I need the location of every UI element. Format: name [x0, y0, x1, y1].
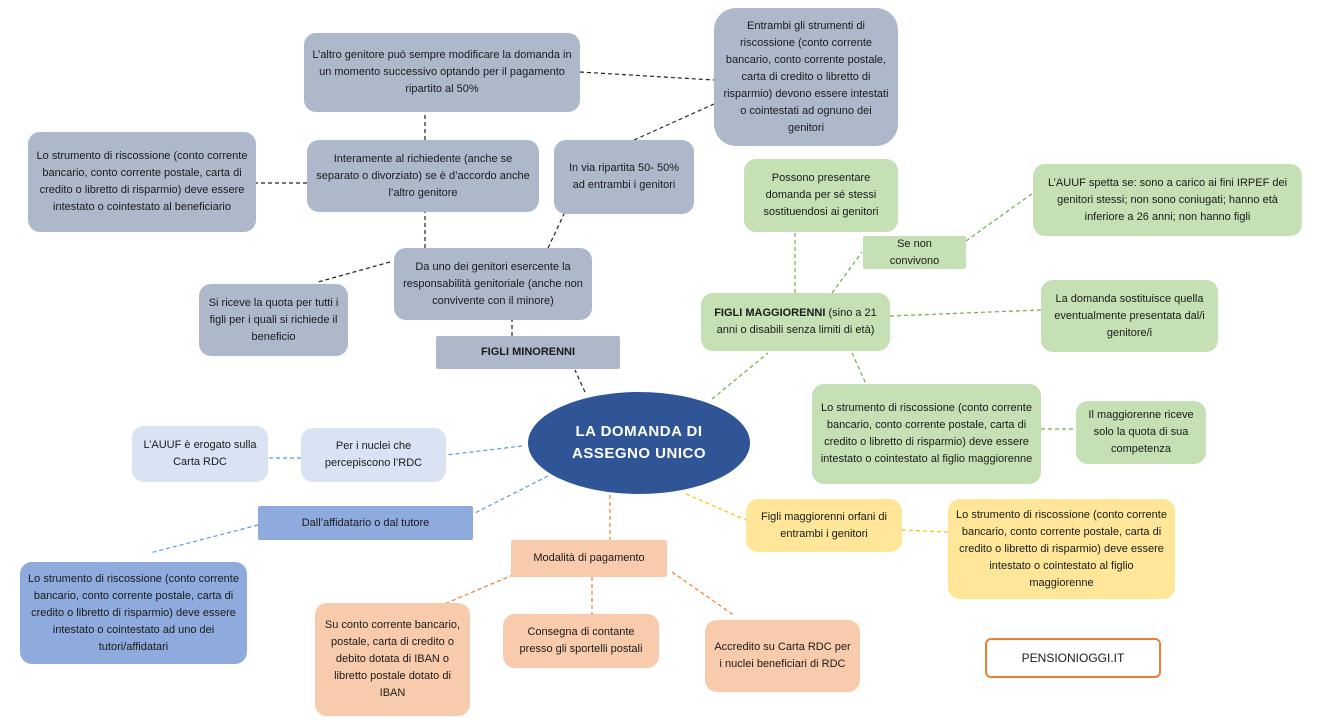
- adults-title-text: FIGLI MAGGIORENNI (sino a 21 anni o disa…: [709, 305, 882, 339]
- tutor-title-box: Dall’affidatario o dal tutore: [258, 506, 473, 540]
- payment-title-box: Modalità di pagamento: [511, 540, 667, 577]
- from-parent-text: Da uno dei genitori esercente la respons…: [403, 260, 583, 307]
- quota-all-children-text: Si riceve la quota per tutti i figli per…: [208, 296, 339, 343]
- from-parent-box: Da uno dei genitori esercente la respons…: [394, 248, 592, 320]
- payment-cash-text: Consegna di contante presso gli sportell…: [519, 626, 643, 655]
- orphans-account-text: Lo strumento di riscossione (conto corre…: [956, 508, 1167, 589]
- adults-title-rest: (sino a 21 anni o disabili senza limiti …: [716, 307, 877, 336]
- tutor-account-box: Lo strumento di riscossione (conto corre…: [20, 562, 247, 664]
- split-50-text: In via ripartita 50- 50% ad entrambi i g…: [568, 162, 680, 191]
- own-share-text: Il maggiorenne riceve solo la quota di s…: [1088, 409, 1194, 455]
- split-50-box: In via ripartita 50- 50% ad entrambi i g…: [554, 140, 694, 214]
- if-not-living-text: Se non convivono: [889, 237, 940, 267]
- auuf-conditions-text: L’AUUF spetta se: sono a carico ai fini …: [1047, 176, 1288, 223]
- adults-title-bold: FIGLI MAGGIORENNI: [714, 307, 826, 319]
- other-parent-modify-text: L’altro genitore può sempre modificare l…: [312, 49, 572, 95]
- payment-cash-box: Consegna di contante presso gli sportell…: [503, 614, 659, 668]
- account-applicant-text: Lo strumento di riscossione (conto corre…: [36, 150, 248, 213]
- if-not-living-box: Se non convivono: [863, 236, 966, 269]
- full-to-applicant-text: Interamente al richiedente (anche se sep…: [316, 152, 530, 199]
- orphans-title-box: Figli maggiorenni orfani di entrambi i g…: [746, 499, 902, 552]
- rdc-nuclei-box: Per i nuclei che percepiscono l’RDC: [301, 428, 446, 482]
- account-adult-box: Lo strumento di riscossione (conto corre…: [812, 384, 1041, 484]
- central-topic-label: LA DOMANDA DI ASSEGNO UNICO: [571, 423, 706, 462]
- full-to-applicant-box: Interamente al richiedente (anche se sep…: [307, 140, 539, 212]
- can-apply-box: Possono presentare domanda per sé stessi…: [744, 159, 898, 232]
- central-topic: LA DOMANDA DI ASSEGNO UNICO: [528, 392, 750, 494]
- rdc-nuclei-text: Per i nuclei che percepiscono l’RDC: [324, 440, 423, 469]
- minors-title: FIGLI MINORENNI: [436, 336, 620, 369]
- other-parent-modify-box: L’altro genitore può sempre modificare l…: [304, 33, 580, 112]
- auuf-conditions-box: L’AUUF spetta se: sono a carico ai fini …: [1033, 164, 1302, 236]
- orphans-account-box: Lo strumento di riscossione (conto corre…: [948, 499, 1175, 599]
- tutor-title-text: Dall’affidatario o dal tutore: [301, 516, 430, 529]
- orphans-title-text: Figli maggiorenni orfani di entrambi i g…: [761, 510, 887, 540]
- account-applicant-box: Lo strumento di riscossione (conto corre…: [28, 132, 256, 232]
- replaces-text: La domanda sostituisce quella eventualme…: [1054, 292, 1205, 339]
- minors-title-label: FIGLI MINORENNI: [480, 346, 576, 358]
- payment-rdc-card-box: Accredito su Carta RDC per i nuclei bene…: [705, 620, 860, 692]
- brand-logo-box: PENSIONIOGGI.IT: [985, 638, 1161, 678]
- payment-title-text: Modalità di pagamento: [533, 552, 645, 564]
- account-adult-text: Lo strumento di riscossione (conto corre…: [820, 402, 1033, 465]
- can-apply-text: Possono presentare domanda per sé stessi…: [763, 172, 879, 218]
- own-share-box: Il maggiorenne riceve solo la quota di s…: [1076, 401, 1206, 464]
- both-accounts-text: Entrambi gli strumenti di riscossione (c…: [723, 19, 889, 134]
- both-accounts-box: Entrambi gli strumenti di riscossione (c…: [714, 8, 898, 146]
- quota-all-children-box: Si riceve la quota per tutti i figli per…: [199, 284, 348, 356]
- rdc-card-text: L’AUUF è erogato sulla Carta RDC: [143, 439, 257, 468]
- brand-label: PENSIONIOGGI.IT: [1021, 651, 1125, 665]
- payment-account-text: Su conto corrente bancario, postale, car…: [324, 619, 461, 699]
- payment-rdc-card-text: Accredito su Carta RDC per i nuclei bene…: [714, 641, 851, 670]
- adults-title: FIGLI MAGGIORENNI (sino a 21 anni o disa…: [701, 293, 890, 351]
- rdc-card-box: L’AUUF è erogato sulla Carta RDC: [132, 426, 268, 482]
- replaces-box: La domanda sostituisce quella eventualme…: [1041, 280, 1218, 352]
- tutor-account-text: Lo strumento di riscossione (conto corre…: [28, 572, 239, 653]
- payment-account-box: Su conto corrente bancario, postale, car…: [315, 603, 470, 716]
